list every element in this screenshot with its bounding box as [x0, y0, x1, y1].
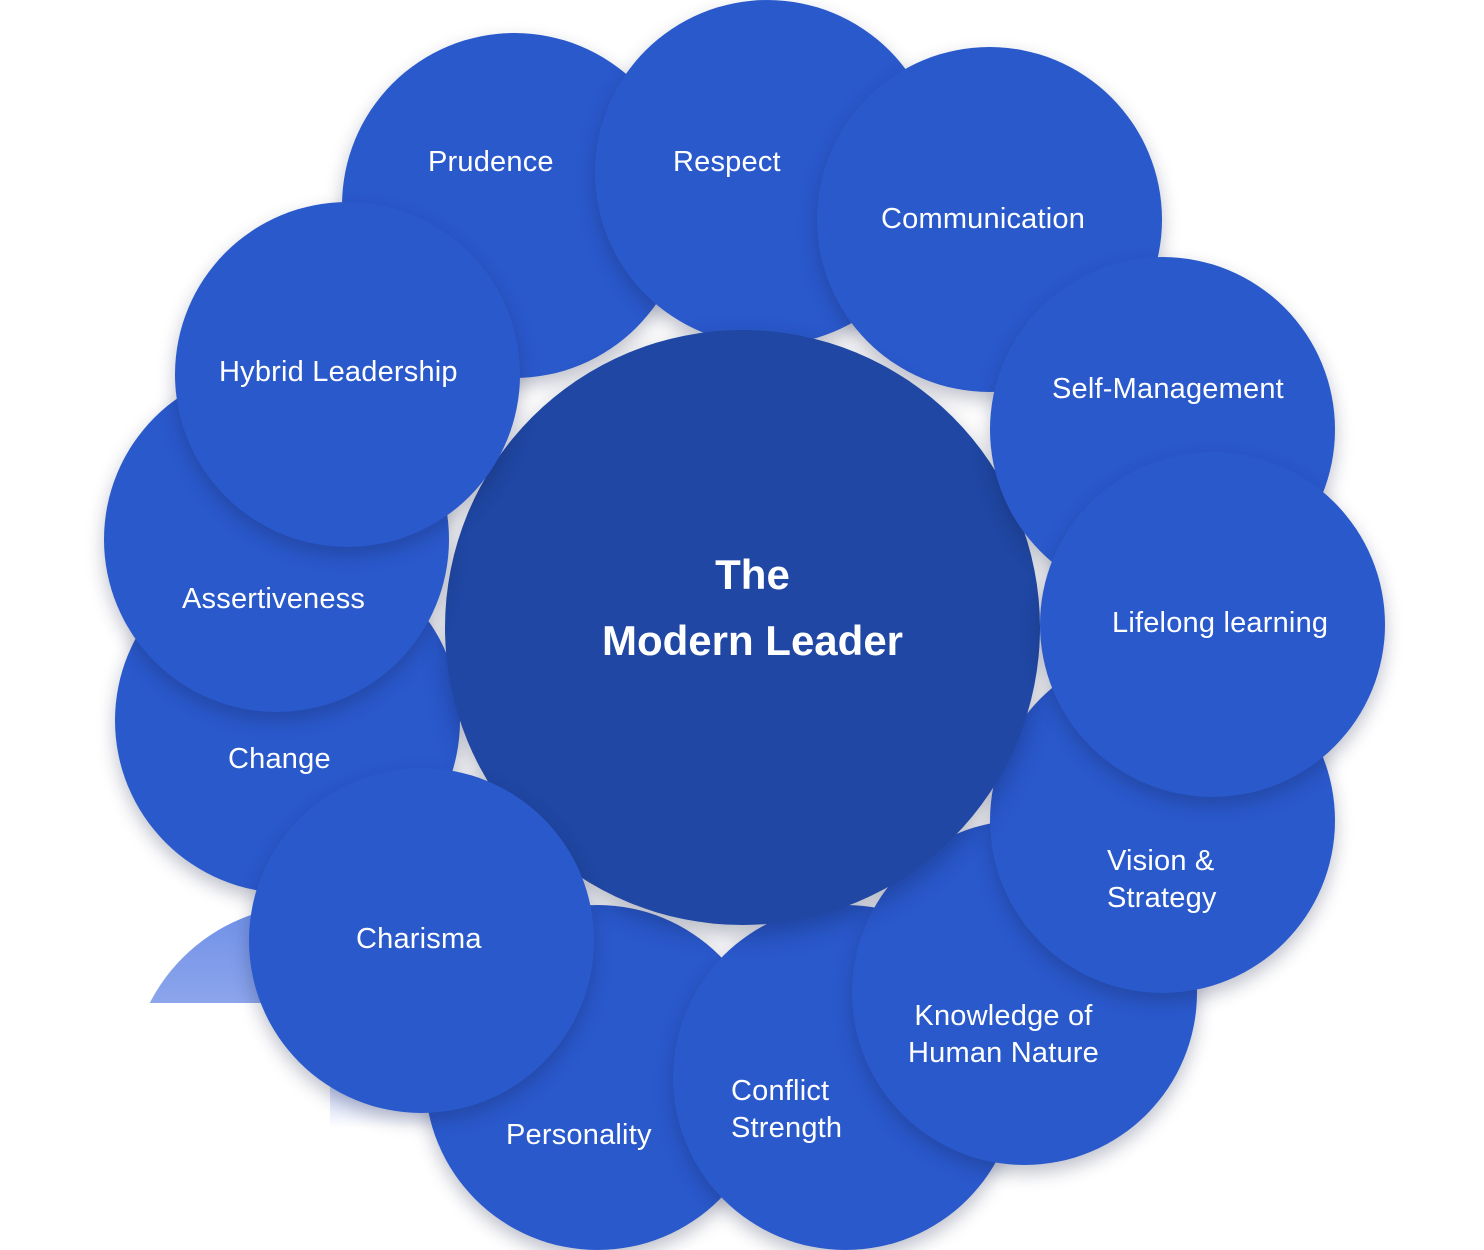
bubble-charisma: Charisma	[249, 768, 594, 1113]
bubble-label: Knowledge of Human Nature	[908, 1000, 1099, 1069]
bubble-hybrid-leadership: Hybrid Leadership	[175, 202, 520, 547]
bubble-label: Self-Management	[1052, 373, 1284, 405]
bubble-label: Prudence	[428, 146, 554, 178]
bubble-label: Charisma	[356, 923, 482, 955]
bubble-label: Assertiveness	[182, 583, 366, 615]
center-title: The Modern Leader	[601, 551, 904, 664]
bubble-label: Change	[228, 743, 331, 775]
bubble-label: Conflict Strength	[731, 1075, 843, 1144]
bubble-label: Respect	[673, 146, 781, 178]
bubble-label: Hybrid Leadership	[219, 356, 458, 388]
bubble-label: Personality	[506, 1119, 652, 1151]
bubble-label: Lifelong learning	[1112, 607, 1329, 639]
bubble-lifelong-learning: Lifelong learning	[1040, 452, 1385, 797]
bubble-label: Vision & Strategy	[1107, 845, 1217, 914]
bubble-label: Communication	[881, 203, 1086, 235]
